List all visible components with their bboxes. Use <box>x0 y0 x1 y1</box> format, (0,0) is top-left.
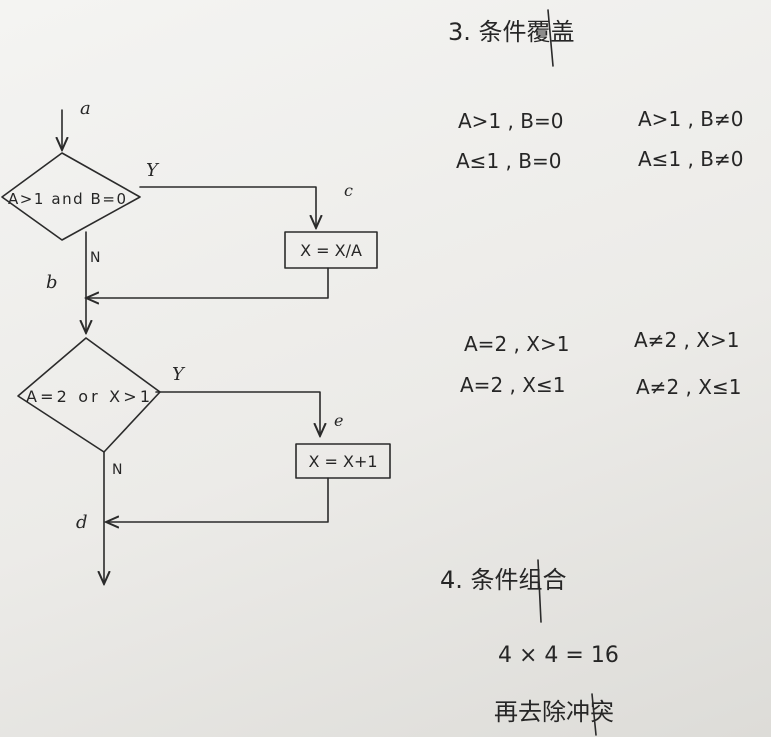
entry-label: a <box>80 98 91 119</box>
decision-2-yes-label: Y <box>172 364 186 385</box>
condition-row-1-col-1: A>1 , B=0 <box>458 109 563 133</box>
decision-2-no-label: N <box>112 462 122 478</box>
decision-2-yes-path <box>155 391 320 436</box>
node-d-label: d <box>76 512 88 533</box>
node-c-box <box>284 231 378 269</box>
decision-1-yes-label: Y <box>146 160 160 181</box>
decision-1-diamond <box>1 152 141 241</box>
node-e-box <box>295 443 391 479</box>
condition-row-4-col-1: A=2 , X≤1 <box>460 373 565 397</box>
decision-1-text: A>1 and B=0 <box>8 190 126 208</box>
heading-pen-stroke <box>547 9 554 67</box>
condition-row-2-col-2: A≤1 , B≠0 <box>638 147 743 171</box>
node-e-return-path <box>106 477 329 522</box>
node-c-return-path <box>86 267 329 298</box>
decision-2-text: A=2 or X>1 <box>26 387 150 406</box>
condition-row-4-col-2: A≠2 , X≤1 <box>636 375 741 399</box>
decision-1-yes-path <box>139 186 316 228</box>
remove-conflicts-note: 再去除冲突 <box>494 698 614 726</box>
note-pen-stroke <box>591 693 597 736</box>
node-e-text: X = X+1 <box>308 452 377 471</box>
node-b-label: b <box>46 272 58 293</box>
condition-row-2-col-1: A≤1 , B=0 <box>456 149 561 173</box>
node-c-label: c <box>344 181 353 200</box>
decision-1-no-label: N <box>90 250 100 266</box>
section-4-heading: 4. 条件组合 <box>440 566 567 594</box>
heading-4-pen-stroke <box>537 559 542 623</box>
condition-row-3-col-2: A≠2 , X>1 <box>634 328 739 352</box>
node-e-label: e <box>334 411 343 430</box>
combination-count: 4 × 4 = 16 <box>498 643 619 668</box>
section-3-heading: 3. 条件覆盖 <box>448 18 575 46</box>
node-c-text: X = X/A <box>300 241 362 260</box>
condition-row-1-col-2: A>1 , B≠0 <box>638 107 743 131</box>
condition-row-3-col-1: A=2 , X>1 <box>464 332 569 356</box>
